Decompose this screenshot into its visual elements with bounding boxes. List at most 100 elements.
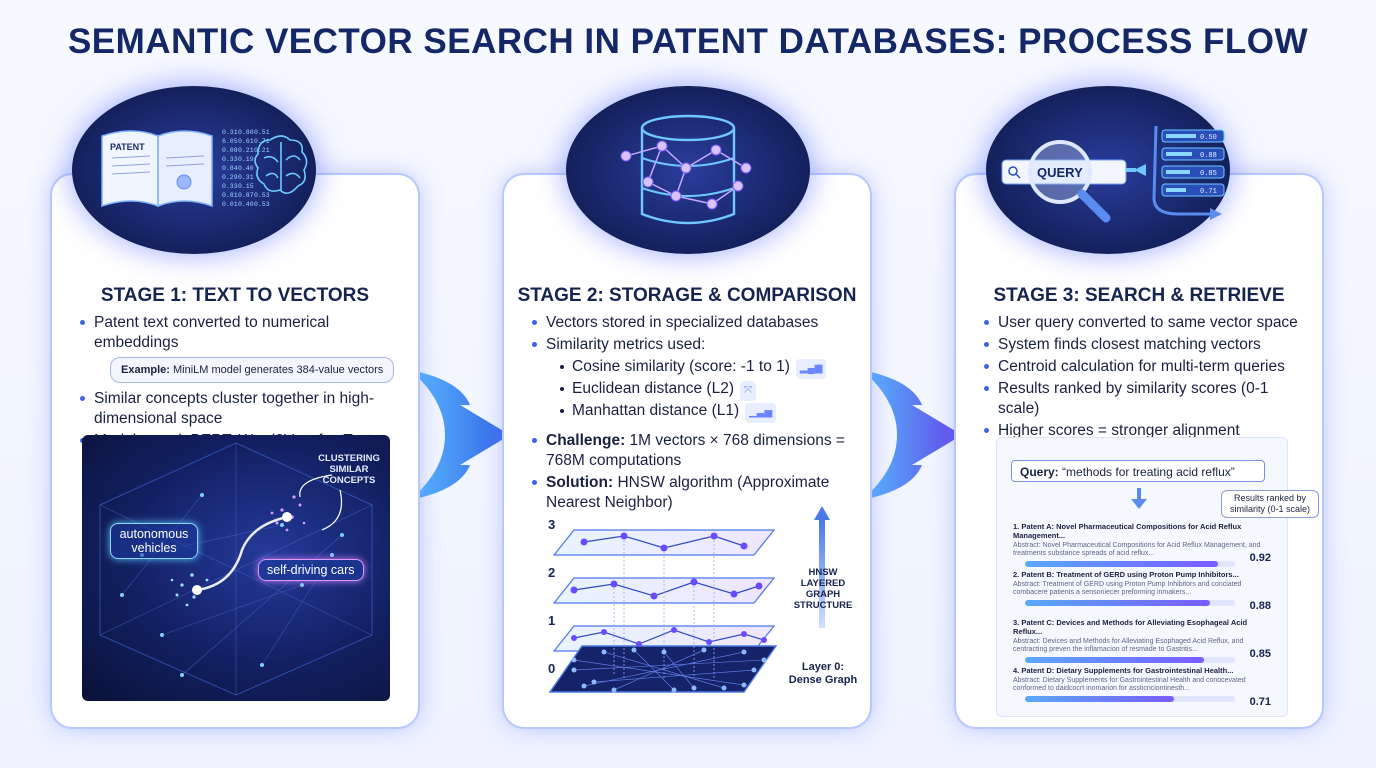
list-item: User query converted to same vector spac… [984, 313, 1314, 333]
score-number: 0.71 [1200, 188, 1217, 196]
list-item: Similarity metrics used: [532, 335, 862, 355]
result-title: 4. Patent D: Dietary Supplements for Gas… [1013, 666, 1234, 675]
list-subitem: Cosine similarity (score: -1 to 1) ▂▄▆ [532, 357, 862, 379]
result-score: 0.92 [1249, 552, 1271, 564]
results-panel: Query: “methods for treating acid reflux… [996, 437, 1319, 717]
query-label: Query: [1020, 465, 1059, 479]
flow-arrow-1-icon [410, 370, 510, 500]
query-search-icon: QUERY 0.50 0.88 0.85 0.71 [1001, 125, 1225, 223]
query-icon-label: QUERY [1037, 165, 1083, 180]
vector-number: 0.19 [238, 156, 254, 163]
score-bar [1025, 600, 1235, 606]
vector-number: 0.61 [238, 138, 254, 145]
flow-arrow-2-icon [862, 370, 962, 500]
result-item: 1. Patent A: Novel Pharmaceutical Compos… [1013, 522, 1273, 567]
challenge-label: Challenge: [546, 432, 626, 449]
stage-2-bullets: Vectors stored in specialized databases … [532, 313, 862, 515]
vector-number: 0.01 [222, 201, 238, 208]
result-score: 0.85 [1249, 648, 1271, 660]
vector-number: 0.80 [238, 129, 254, 136]
score-number: 0.50 [1200, 134, 1217, 142]
example-label: Example: [121, 364, 170, 376]
stage-1-bullets: Patent text converted to numerical embed… [80, 313, 410, 453]
stage-3-illustration: QUERY 0.50 0.88 0.85 0.71 [986, 86, 1230, 254]
cluster-visualization: CLUSTERING SIMILAR CONCEPTS autonomous v… [82, 435, 390, 701]
list-subitem: Manhattan distance (L1) ▁▃▅ [532, 401, 862, 423]
score-bar-fill [1025, 696, 1175, 702]
query-box: Query: “methods for treating acid reflux… [1011, 460, 1265, 482]
cluster-label: CLUSTERING SIMILAR CONCEPTS [318, 453, 380, 486]
list-item: Results ranked by similarity scores (0-1… [984, 379, 1314, 419]
vector-number: 0.84 [222, 165, 238, 172]
vector-number: 0.31 [238, 174, 254, 181]
result-abstract: Abstract: Dietary Supplements for Gastro… [1013, 677, 1246, 692]
result-item: 4. Patent D: Dietary Supplements for Gas… [1013, 666, 1273, 708]
result-score: 0.88 [1249, 600, 1271, 612]
query-text: “methods for treating acid reflux” [1062, 465, 1235, 479]
vector-number: 0.21 [254, 147, 270, 154]
layer0-label: Layer 0: Dense Graph [788, 661, 858, 686]
database-icon [620, 114, 752, 225]
vector-number: 0.40 [238, 165, 254, 172]
vector-number: 0.21 [238, 147, 254, 154]
result-title: 3. Patent C: Devices and Methods for All… [1013, 618, 1248, 636]
vector-number: 0.15 [238, 183, 254, 190]
vector-number: 0.51 [254, 129, 270, 136]
solution-label: Solution: [546, 474, 614, 491]
bar-chart-icon: ▁▃▅ [745, 403, 777, 423]
solution-text: HNSW algorithm (Approximate Nearest Neig… [546, 474, 830, 511]
score-number: 0.88 [1200, 152, 1217, 160]
layer-number: 2 [548, 565, 556, 580]
score-bar [1025, 657, 1235, 663]
result-abstract: Abstract: Treatment of GERD using Proton… [1013, 581, 1242, 596]
vector-number: 0.31 [222, 129, 238, 136]
metric-euclidean: Euclidean distance (L2) [572, 380, 734, 397]
scatter-icon: ⤧ [740, 381, 756, 401]
result-abstract: Abstract: Novel Pharmaceutical Compositi… [1013, 542, 1261, 557]
list-item: System finds closest matching vectors [984, 335, 1314, 355]
stage-3-bullets: User query converted to same vector spac… [984, 313, 1314, 443]
list-item: Similar concepts cluster together in hig… [80, 389, 410, 429]
result-item: 3. Patent C: Devices and Methods for All… [1013, 618, 1273, 663]
layer-number: 1 [548, 613, 556, 628]
list-item: Vectors stored in specialized databases [532, 313, 862, 333]
list-subitem: Euclidean distance (L2) ⤧ [532, 379, 862, 401]
vector-number: 0.53 [254, 192, 270, 199]
score-number: 0.85 [1200, 170, 1217, 178]
score-bar-fill [1025, 600, 1210, 606]
metric-cosine: Cosine similarity (score: -1 to 1) [572, 358, 790, 375]
book-label: PATENT [110, 142, 145, 152]
stage-1-title: STAGE 1: TEXT TO VECTORS [100, 285, 370, 306]
list-item: Solution: HNSW algorithm (Approximate Ne… [532, 473, 862, 513]
hnsw-layers-diagram-icon [548, 506, 830, 693]
result-abstract: Abstract: Devices and Methods for Allevi… [1013, 638, 1244, 653]
layer-number: 0 [548, 661, 556, 676]
vector-number: 0.33 [222, 183, 238, 190]
challenge-text: 1M vectors × 768 dimensions = 768M compu… [546, 432, 845, 469]
score-bar-fill [1025, 657, 1204, 663]
layer-number: 3 [548, 517, 556, 532]
vector-number: 0.71 [254, 138, 270, 145]
tag-autonomous-vehicles: autonomous vehicles [110, 523, 198, 559]
result-title: 1. Patent A: Novel Pharmaceutical Compos… [1013, 522, 1242, 540]
arrow-down-icon [1131, 488, 1147, 509]
score-bar-fill [1025, 561, 1219, 567]
vector-number: 0.53 [254, 201, 270, 208]
stage-2-illustration [566, 86, 810, 254]
example-callout: Example: MiniLM model generates 384-valu… [110, 357, 395, 383]
stage-2-title: STAGE 2: STORAGE & COMPARISON [517, 285, 857, 306]
vector-number: 0.81 [222, 192, 238, 199]
vector-number: 0.33 [222, 156, 238, 163]
list-item: Patent text converted to numerical embed… [80, 313, 410, 353]
vector-number: 0.29 [222, 174, 238, 181]
hnsw-label: HNSW LAYERED GRAPH STRUCTURE [793, 567, 853, 611]
vector-number: 0.40 [238, 201, 254, 208]
result-title: 2. Patent B: Treatment of GERD using Pro… [1013, 570, 1239, 579]
stage-3-card: STAGE 3: SEARCH & RETRIEVE User query co… [956, 175, 1322, 727]
result-score: 0.71 [1249, 696, 1271, 708]
bar-chart-icon: ▂▄▆ [795, 359, 827, 379]
metric-manhattan: Manhattan distance (L1) [572, 402, 740, 419]
page-title: SEMANTIC VECTOR SEARCH IN PATENT DATABAS… [67, 22, 1309, 61]
